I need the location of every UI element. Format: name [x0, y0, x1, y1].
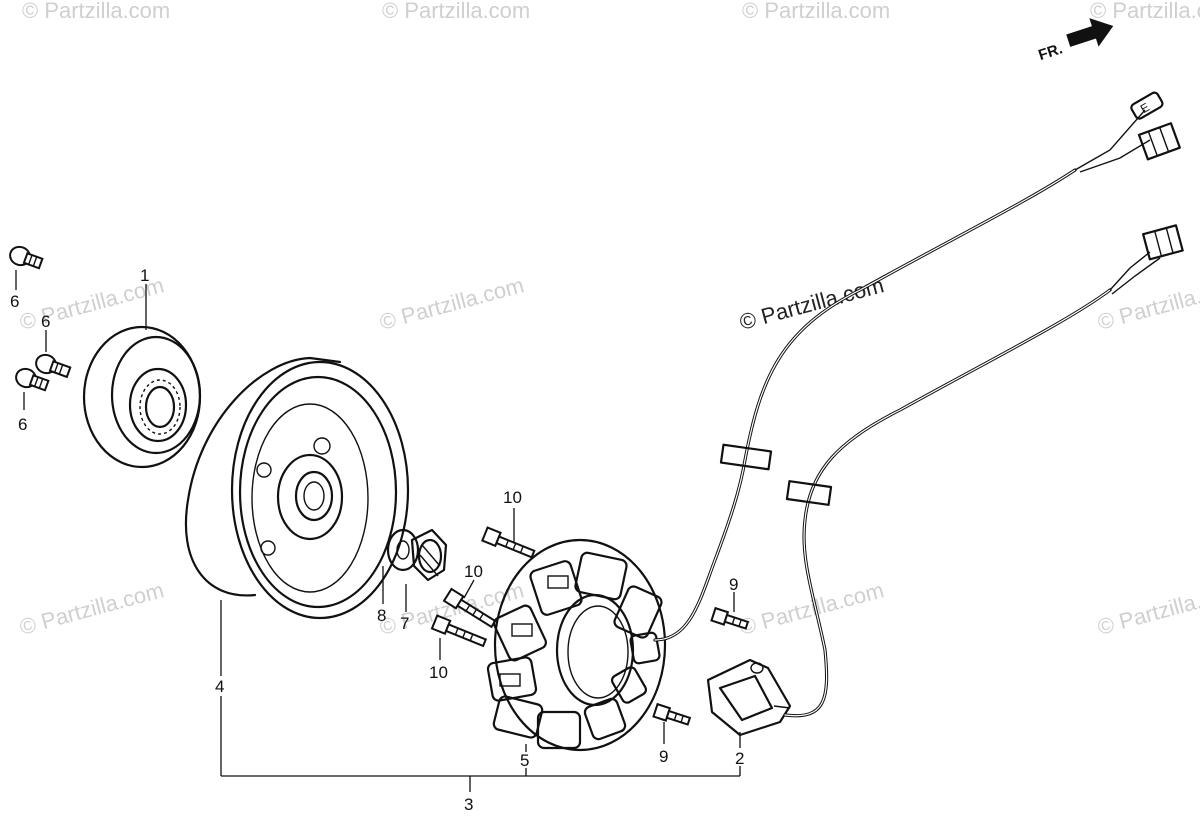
- screw-part-6-bottom: [15, 367, 50, 392]
- callout-part-10-bottom: 10: [429, 663, 448, 682]
- bolt-part-10-bottom: [430, 614, 488, 648]
- screw-part-6-middle: [35, 353, 72, 379]
- harness-clamp-left: [719, 443, 773, 471]
- watermark-4: © Partzilla.com: [1090, 0, 1200, 23]
- callout-part-9-lower: 9: [659, 747, 668, 766]
- watermark-9: © Partzilla.com: [17, 577, 167, 640]
- callout-part-5: 5: [520, 751, 529, 770]
- callout-part-6-middle: 6: [41, 312, 50, 331]
- pulser-generator-part-2: [706, 658, 792, 737]
- callout-part-10-top: 10: [503, 488, 522, 507]
- washer-part-8: [386, 528, 420, 572]
- callout-part-4: 4: [215, 677, 224, 696]
- bolt-part-9-lower: [652, 702, 692, 726]
- callout-part-6-top: 6: [10, 292, 19, 311]
- callout-part-6-bottom: 6: [18, 415, 27, 434]
- bolt-part-10-top: [481, 526, 536, 559]
- watermark-3: © Partzilla.com: [742, 0, 890, 23]
- screw-part-6-top: [9, 245, 44, 270]
- callout-part-2: 2: [735, 749, 744, 768]
- bolt-part-9-upper: [710, 606, 750, 630]
- leader-lines: [15, 270, 741, 792]
- connector-upper: [1137, 122, 1181, 161]
- watermark-12: © Partzilla.com: [1095, 577, 1200, 640]
- watermark-1: © Partzilla.com: [22, 0, 170, 23]
- harness-clamp-right: [785, 480, 833, 506]
- front-label: FR.: [1036, 40, 1064, 64]
- callout-part-7: 7: [400, 614, 409, 633]
- callout-part-9-upper: 9: [729, 575, 738, 594]
- callout-part-1: 1: [140, 266, 149, 285]
- starter-clutch-part-1: [82, 325, 202, 469]
- watermark-6: © Partzilla.com: [377, 272, 527, 335]
- callout-part-10-middle: 10: [464, 562, 483, 581]
- watermark-layer: © Partzilla.com © Partzilla.com © Partzi…: [17, 0, 1200, 640]
- watermark-8: © Partzilla.com: [1095, 272, 1200, 335]
- callout-part-3: 3: [464, 795, 473, 814]
- stator-part-5: [486, 538, 667, 752]
- connector-terminal-e: E: [1130, 91, 1164, 120]
- flywheel-part-4: [184, 356, 410, 620]
- front-arrow-icon: [1066, 18, 1114, 47]
- callout-part-8: 8: [377, 606, 386, 625]
- front-direction-indicator: FR.: [1036, 18, 1114, 64]
- connector-lower: [1142, 224, 1184, 261]
- watermark-7: © Partzilla.com: [737, 272, 887, 335]
- watermark-2: © Partzilla.com: [382, 0, 530, 23]
- callout-labels: 6 6 6 1 10 10 10 9 9 8 7 4 5 2 3: [10, 266, 744, 814]
- wire-harness: [653, 109, 1161, 718]
- nut-part-7: [410, 528, 448, 582]
